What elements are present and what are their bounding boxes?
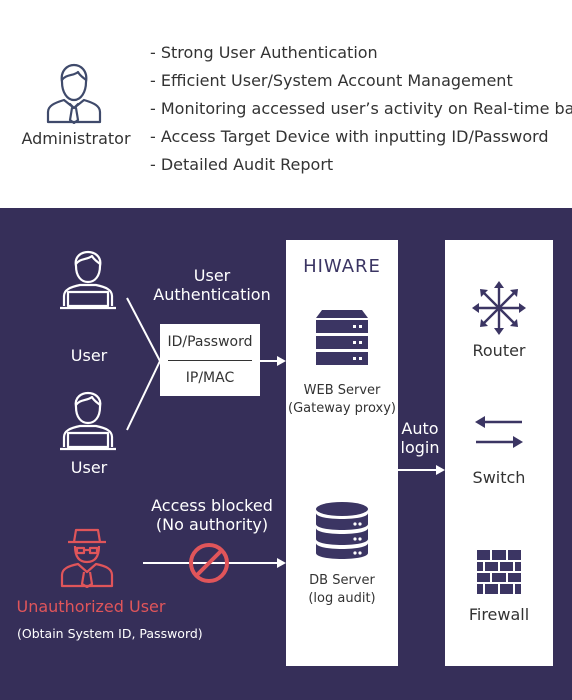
firewall-icon [477,550,521,594]
ip-mac-label: IP/MAC [185,370,235,386]
architecture-diagram: User User User Authentication ID/Passwor… [0,208,572,700]
admin-section: Administrator - Strong User Authenticati… [0,0,572,208]
feature-item: - Monitoring accessed user’s activity on… [150,99,572,118]
feature-item: - Access Target Device with inputting ID… [150,127,549,146]
firewall-label: Firewall [468,605,530,624]
feature-item: - Strong User Authentication [150,43,378,62]
user-icon [60,391,116,451]
database-icon [316,502,368,559]
administrator-icon [46,63,102,124]
feature-item: - Efficient User/System Account Manageme… [150,71,513,90]
hacker-icon [60,528,114,588]
hiware-logo: HIWARE [303,256,381,277]
unauthorized-user-label: Unauthorized User [16,597,166,616]
server-icon [316,310,368,365]
blocked-icon [189,543,229,583]
feature-list: - Strong User Authentication - Efficient… [150,39,572,179]
router-icon [472,281,526,335]
switch-icon [475,416,523,448]
user-icon [60,250,116,310]
unauthorized-user-note: (Obtain System ID, Password) [17,626,203,641]
id-password-label: ID/Password [167,334,253,350]
user-label: User [70,458,108,477]
web-server-label: WEB Server (Gateway proxy) [288,383,396,416]
auth-divider [168,360,252,361]
auth-credentials-box: ID/Password IP/MAC [160,324,260,396]
access-blocked-label: Access blocked (No authority) [151,496,273,534]
connector-lines [126,297,445,568]
user-authentication-label: User Authentication [153,266,271,304]
user-label: User [70,346,108,365]
feature-item: - Detailed Audit Report [150,155,334,174]
administrator-label: Administrator [21,129,131,148]
db-server-label: DB Server (log audit) [308,573,376,606]
switch-label: Switch [472,468,526,487]
router-label: Router [472,341,526,360]
auto-login-label: Auto login [400,419,440,457]
